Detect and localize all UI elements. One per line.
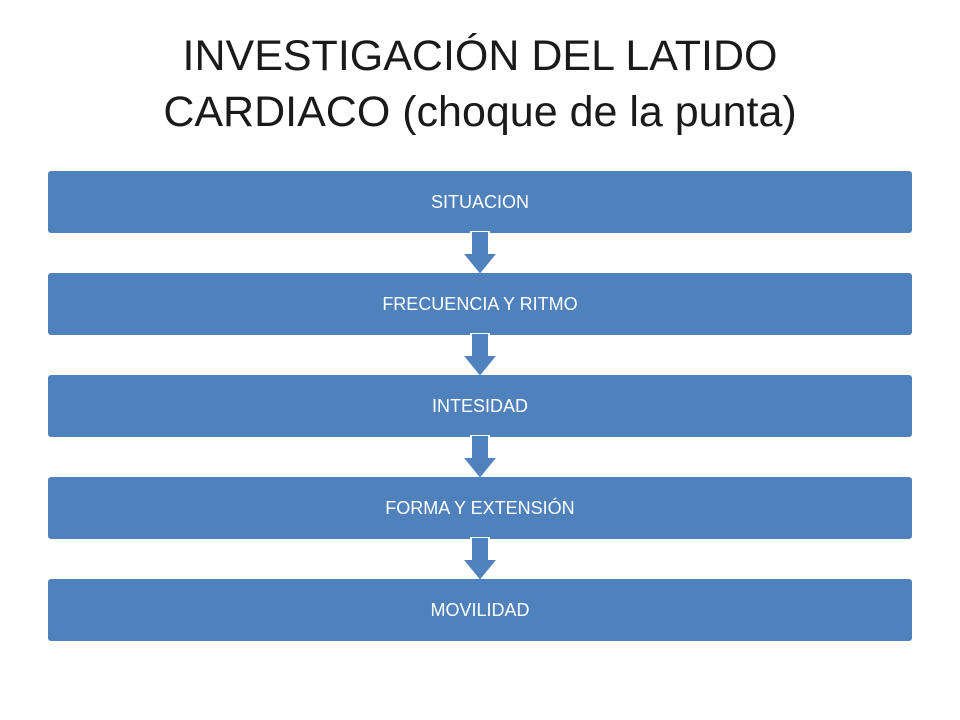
down-arrow-icon (462, 333, 498, 377)
step-intesidad: INTESIDAD (48, 375, 912, 437)
step-label: SITUACION (430, 192, 529, 212)
down-arrow-icon (462, 231, 498, 275)
down-arrow-icon (462, 435, 498, 479)
step-label: FORMA Y EXTENSIÓN (385, 498, 575, 518)
step-frecuencia-ritmo: FRECUENCIA Y RITMO (48, 273, 912, 335)
step-label: MOVILIDAD (430, 600, 530, 620)
title-line-1: INVESTIGACIÓN DEL LATIDO (182, 32, 778, 80)
step-situacion: SITUACION (48, 171, 912, 233)
slide-title: INVESTIGACIÓN DEL LATIDO CARDIACO (choqu… (60, 28, 900, 140)
step-forma-extension: FORMA Y EXTENSIÓN (48, 477, 912, 539)
step-label: INTESIDAD (431, 396, 528, 416)
step-label: FRECUENCIA Y RITMO (382, 294, 578, 314)
step-movilidad: MOVILIDAD (48, 579, 912, 641)
process-flow: SITUACION FRECUENCIA Y RITMO INTESIDAD F… (48, 171, 912, 643)
title-line-2: CARDIACO (choque de la punta) (163, 88, 797, 136)
down-arrow-icon (462, 537, 498, 581)
